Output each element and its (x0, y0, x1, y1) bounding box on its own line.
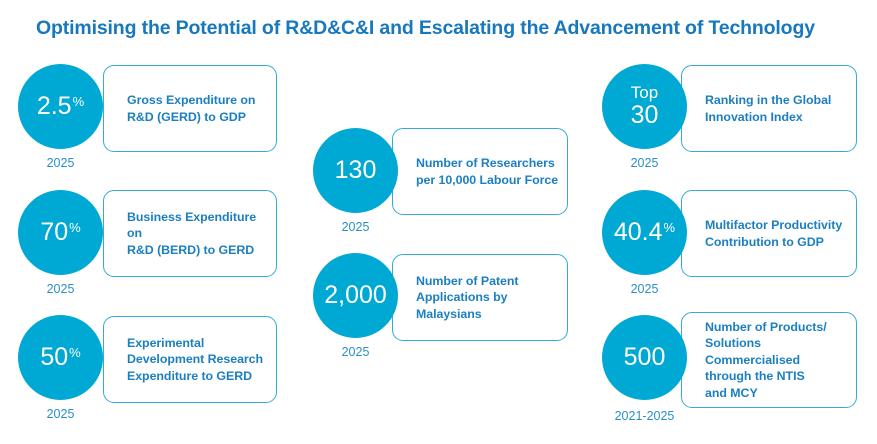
stat-value-number: 500 (623, 343, 666, 371)
stat-card-label: Business Expenditure on R&D (BERD) to GE… (127, 209, 257, 257)
stat-value-unit: % (69, 220, 81, 235)
stat-value-number: 50 (40, 343, 69, 371)
stat-value: 130 (335, 158, 377, 183)
stat-value-number: 130 (334, 156, 377, 184)
stat-value: 40.4% (614, 220, 675, 245)
stat-year-label: 2025 (630, 156, 659, 170)
stat-circle[interactable]: 50% (18, 315, 103, 400)
stat-value-unit: % (72, 94, 85, 109)
stat-year-label: 2025 (46, 156, 75, 170)
stat-year-label: 2025 (630, 282, 659, 296)
stat-card-label: Gross Expenditure on R&D (GERD) to GDP (127, 93, 256, 124)
stat-value-number: 40.4 (613, 218, 663, 246)
stat-year-label: 2025 (46, 407, 75, 421)
stat-card[interactable]: Number of Products/ Solutions Commercial… (681, 312, 857, 408)
stat-value-number: 30 (630, 101, 659, 130)
stat-value-number: 70 (40, 218, 69, 246)
stat-card-label: Multifactor Productivity Contribution to… (705, 218, 843, 249)
stat-card-label: Number of Patent Applications by Malaysi… (416, 273, 519, 321)
stat-card[interactable]: Gross Expenditure on R&D (GERD) to GDP (103, 65, 277, 152)
stat-value-prefix: Top (630, 82, 659, 102)
stat-value-unit: % (69, 345, 81, 360)
stat-card[interactable]: Number of Patent Applications by Malaysi… (392, 254, 568, 341)
stat-value-unit: % (663, 220, 676, 235)
page-title: Optimising the Potential of R&D&C&I and … (36, 17, 815, 39)
stat-card[interactable]: Number of Researchers per 10,000 Labour … (392, 128, 568, 215)
stat-circle[interactable]: 2,000 (313, 253, 398, 338)
stat-year-label: 2021-2025 (614, 409, 675, 423)
stat-circle[interactable]: 130 (313, 128, 398, 213)
stat-circle[interactable]: 500 (602, 315, 687, 400)
stat-value: 50% (40, 345, 80, 370)
stat-column-left: Gross Expenditure on R&D (GERD) to GDP 2.… (0, 0, 300, 444)
stat-value: 70% (40, 220, 80, 245)
stat-card-label: Number of Products/ Solutions Commercial… (705, 319, 827, 400)
stat-year-label: 2025 (341, 345, 370, 359)
stat-value: 500 (624, 345, 666, 370)
stat-card[interactable]: Experimental Development Research Expend… (103, 316, 277, 403)
stat-card-label: Experimental Development Research Expend… (127, 335, 264, 383)
stat-card-label: Number of Researchers per 10,000 Labour … (416, 156, 559, 187)
stat-year-label: 2025 (46, 282, 75, 296)
stat-card[interactable]: Ranking in the Global Innovation Index (681, 65, 857, 152)
stat-column-middle: Number of Researchers per 10,000 Labour … (295, 0, 585, 444)
stat-card-label: Ranking in the Global Innovation Index (705, 93, 832, 124)
stat-value-number: 2,000 (324, 281, 387, 309)
stat-value-number: 2.5 (36, 92, 72, 120)
stat-value: 2.5% (37, 94, 84, 119)
stat-card[interactable]: Business Expenditure on R&D (BERD) to GE… (103, 190, 277, 277)
stat-circle[interactable]: 2.5% (18, 64, 103, 149)
stat-value: 2,000 (324, 283, 387, 308)
stat-circle[interactable]: 70% (18, 190, 103, 275)
stat-card[interactable]: Multifactor Productivity Contribution to… (681, 190, 857, 277)
stat-year-label: 2025 (341, 220, 370, 234)
stat-column-right: Ranking in the Global Innovation Index To… (584, 0, 877, 444)
stat-circle[interactable]: 40.4% (602, 190, 687, 275)
